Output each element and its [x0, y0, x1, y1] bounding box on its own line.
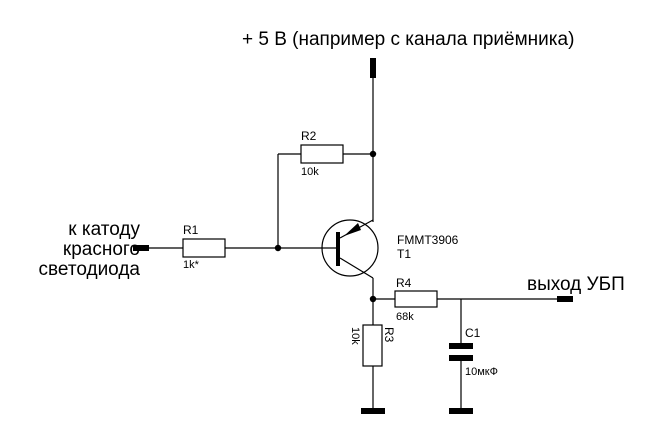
input-label-line2: красного	[63, 239, 140, 260]
r1-value: 1k*	[183, 259, 200, 271]
supply-label: + 5 В (например с канала приёмника)	[242, 29, 574, 50]
input-label-line3: светодиода	[39, 259, 141, 280]
r4-value: 68k	[396, 311, 414, 323]
emitter-arrow-icon	[344, 223, 361, 236]
c1-value: 10мкФ	[465, 366, 498, 378]
ground-c1-icon	[449, 408, 473, 414]
transistor-t1-body	[321, 219, 379, 277]
input-terminal	[133, 245, 149, 251]
t1-part: FMMT3906	[397, 233, 459, 247]
r1-ref: R1	[183, 223, 199, 237]
output-label: выход УБП	[527, 274, 625, 295]
resistor-r4	[394, 290, 438, 308]
transistor-base-bar	[336, 232, 340, 266]
ground-r3-icon	[361, 408, 385, 414]
supply-terminal	[370, 58, 376, 78]
resistor-r3	[362, 324, 383, 367]
input-label-line1: к катоду	[68, 219, 140, 240]
capacitor-c1-plate-bottom	[449, 355, 473, 361]
r4-ref: R4	[396, 276, 412, 290]
t1-ref: T1	[397, 247, 411, 261]
output-terminal	[557, 296, 573, 302]
r3-ref: R3	[382, 327, 396, 343]
resistor-r1	[182, 238, 226, 258]
capacitor-c1-plate-top	[449, 343, 473, 349]
r2-value: 10k	[301, 166, 319, 178]
transistor-collector	[339, 257, 374, 279]
r2-ref: R2	[301, 129, 317, 143]
junction-base	[274, 244, 282, 252]
r3-value: 10k	[349, 327, 361, 345]
resistor-r2	[300, 144, 344, 164]
c1-ref: C1	[465, 326, 481, 340]
